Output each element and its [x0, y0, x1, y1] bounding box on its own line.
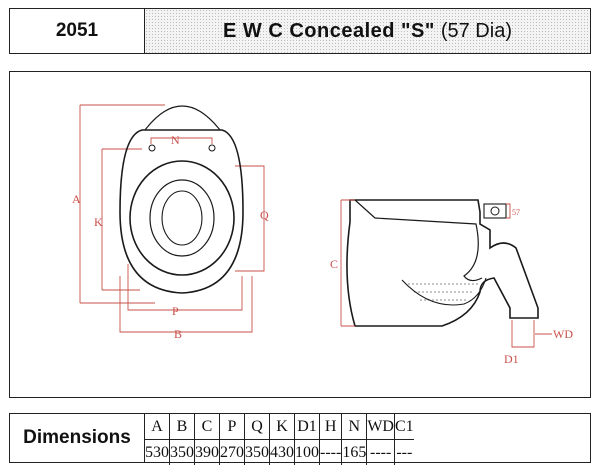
plan-labels: N A K Q P B — [72, 133, 269, 341]
label-c: C — [330, 257, 338, 271]
dims-val-q: 350 — [244, 439, 270, 465]
dim-line-d1 — [511, 320, 535, 348]
dim-line-k — [101, 148, 142, 291]
label-n: N — [171, 133, 180, 147]
dims-col-d1: D1 — [294, 414, 320, 440]
side-outline — [346, 199, 539, 327]
plan-water-outlet — [161, 190, 203, 246]
dims-val-a: 530 — [145, 443, 169, 461]
label-q: Q — [260, 208, 269, 222]
drawing-svg: N A K Q P B C 57 WD D1 — [72, 104, 573, 366]
plan-inner-ring — [149, 179, 215, 257]
side-inlet-hole — [490, 206, 500, 216]
dims-val-c: 390 — [194, 439, 220, 465]
side-trap-inner — [354, 199, 483, 282]
label-57: 57 — [512, 208, 520, 217]
product-code: 2051 — [10, 9, 145, 53]
plan-outer-bowl — [119, 129, 244, 294]
plan-fix-hole-right — [208, 144, 216, 152]
dims-val-wd: ---- — [366, 439, 395, 465]
dims-value-row: 530 350 390 270 350 430 100 ---- 165 ---… — [145, 439, 414, 465]
dims-col-q: Q — [244, 414, 270, 440]
label-d1: D1 — [504, 352, 519, 366]
side-labels: C 57 WD D1 — [330, 208, 573, 366]
dims-col-c: C — [194, 414, 220, 440]
side-dimension-lines — [340, 199, 552, 348]
title-dia: (57 Dia) — [440, 19, 512, 42]
dims-col-h: H — [318, 414, 342, 440]
label-k: K — [94, 215, 103, 229]
dims-val-k: 430 — [269, 439, 295, 465]
dims-col-p: P — [219, 414, 245, 440]
dims-col-a: A — [145, 414, 170, 440]
dims-val-b: 350 — [169, 439, 195, 465]
dim-line-n — [150, 137, 213, 144]
dimensions-panel: Dimensions A B C P Q K D1 H N WD C1 530 … — [9, 413, 591, 465]
dims-val-c1: --- — [393, 439, 414, 465]
dim-line-p — [127, 264, 243, 311]
dims-col-wd: WD — [366, 414, 395, 440]
title-main: E W C Concealed "S" — [223, 19, 435, 42]
dims-val-d1: 100 — [294, 439, 320, 465]
dim-line-q — [235, 165, 265, 272]
dims-col-n: N — [341, 414, 367, 440]
plan-view — [119, 105, 244, 294]
label-wd: WD — [553, 327, 573, 341]
label-b: B — [174, 327, 182, 341]
dimensions-table: A B C P Q K D1 H N WD C1 530 350 390 270… — [145, 414, 414, 465]
dims-header-row: A B C P Q K D1 H N WD C1 — [145, 414, 414, 440]
side-inlet-box — [483, 203, 507, 219]
header-bar: 2051 E W C Concealed "S" (57 Dia) — [9, 8, 591, 54]
plan-dimension-lines — [79, 104, 265, 333]
label-a: A — [72, 192, 81, 206]
dims-val-h: ---- — [318, 439, 342, 465]
label-p: P — [172, 304, 179, 318]
dim-line-b — [119, 276, 253, 333]
plan-fix-hole-left — [148, 144, 156, 152]
side-water-line — [401, 277, 487, 306]
side-view — [346, 199, 539, 327]
dims-col-c1: C1 — [393, 414, 414, 440]
product-title: E W C Concealed "S" (57 Dia) — [145, 9, 590, 53]
plan-cistern-cap — [144, 105, 221, 131]
dims-val-n: 165 — [341, 439, 367, 465]
plan-seat — [129, 160, 235, 276]
dims-val-p: 270 — [219, 439, 245, 465]
dimensions-label: Dimensions — [10, 414, 145, 462]
dims-col-b: B — [169, 414, 195, 440]
dim-line-57 — [506, 203, 511, 219]
dims-col-k: K — [269, 414, 295, 440]
dim-line-a — [79, 104, 165, 304]
technical-drawing: N A K Q P B C 57 WD D1 — [9, 71, 591, 398]
dim-line-c — [340, 199, 355, 327]
